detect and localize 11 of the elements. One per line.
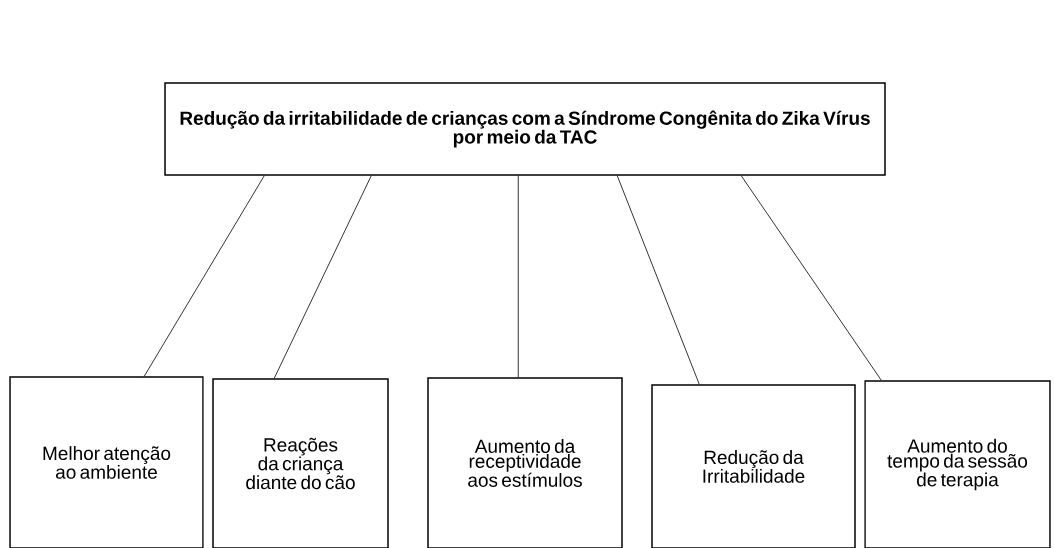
title-box: Redução da irritabilidade de crianças com a Síndrome Congênita do Zika Vírus por meio da TAC	[164, 82, 886, 176]
connector-line	[273, 175, 372, 379]
connector-line	[740, 175, 882, 381]
topic-box: Aumento do tempo da sessão de terapia	[864, 380, 1051, 548]
topic-box: Redução da Irritabilidade	[651, 384, 856, 548]
connector-line	[616, 175, 700, 385]
topic-box: Melhor atenção ao ambiente	[9, 376, 204, 548]
topic-box: Reações da criança diante do cão	[212, 378, 389, 548]
connector-line	[143, 175, 265, 377]
topic-box: Aumento da receptividade aos estímulos	[427, 377, 623, 548]
connector-line	[517, 175, 519, 378]
